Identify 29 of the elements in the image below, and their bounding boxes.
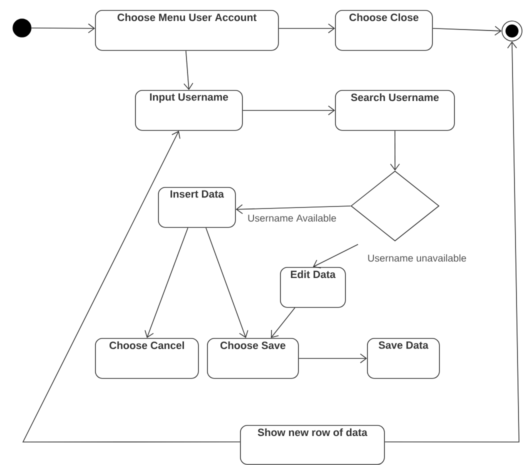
arrow bbox=[31, 23, 95, 34]
action-box: Input Username bbox=[135, 90, 243, 131]
arrow bbox=[298, 354, 367, 364]
arrow bbox=[144, 227, 188, 338]
action-box: Choose Save bbox=[207, 338, 299, 379]
arrow bbox=[22, 130, 240, 442]
arrow bbox=[390, 130, 400, 171]
arrow bbox=[278, 24, 335, 34]
edge-label: Username unavailable bbox=[366, 253, 468, 263]
initial-node bbox=[12, 18, 32, 38]
arrow bbox=[206, 227, 248, 338]
arrow bbox=[184, 50, 194, 90]
decision-diamond bbox=[350, 170, 440, 242]
action-box: Save Data bbox=[367, 338, 440, 379]
arrow bbox=[432, 26, 502, 36]
arrow bbox=[384, 41, 520, 442]
arrow bbox=[312, 244, 358, 268]
action-box: Choose Menu User Account bbox=[95, 10, 279, 51]
arrow bbox=[242, 106, 335, 116]
action-box: Edit Data bbox=[280, 267, 346, 308]
final-node bbox=[502, 20, 522, 42]
arrow bbox=[270, 307, 296, 338]
action-box: Insert Data bbox=[158, 187, 236, 228]
action-box: Show new row of data bbox=[240, 425, 385, 465]
edge-label: Username Available bbox=[246, 213, 338, 223]
arrow bbox=[236, 204, 351, 214]
action-box: Choose Cancel bbox=[95, 338, 199, 379]
action-box: Choose Close bbox=[335, 10, 433, 51]
action-box: Search Username bbox=[335, 90, 455, 131]
